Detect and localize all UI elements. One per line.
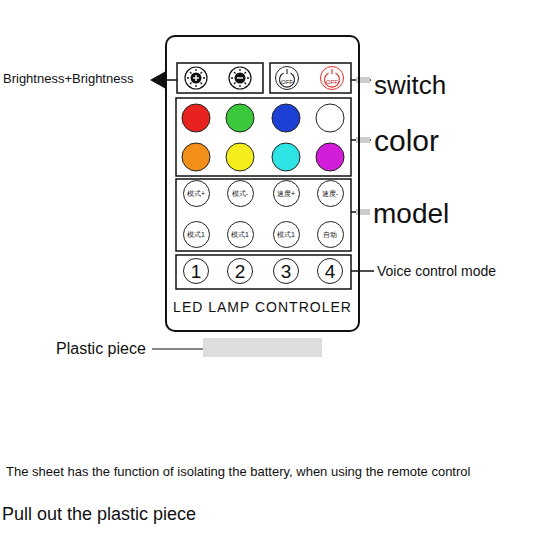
color-panel (176, 98, 351, 176)
button-text: 模式1 (277, 231, 295, 238)
brightness-down-button (229, 67, 251, 89)
round-button: 4 (317, 258, 343, 284)
leader-line (351, 270, 374, 272)
callout-label: Plastic piece (56, 341, 146, 357)
model-panel (176, 179, 351, 251)
button-text: OFF (281, 79, 293, 85)
color-buttons (182, 104, 344, 171)
power-icon (275, 66, 299, 90)
round-button: 2 (227, 258, 253, 284)
leader-line (152, 349, 203, 350)
round-button: 3 (273, 258, 299, 284)
button-text: 模式- (232, 190, 248, 197)
callout-label: The sheet has the function of isolating … (6, 465, 470, 478)
callout-label: color (374, 126, 439, 156)
button-text: 2 (235, 262, 246, 281)
power-button: OFF (320, 66, 344, 90)
brightness-panel (177, 63, 263, 93)
round-button: 速度- (317, 180, 344, 207)
remote-body: LED LAMP CONTROLER OFF OFF 模式+ 模式- 速度+ 速度- 模式1 模… (165, 35, 360, 332)
callout-label: Pull out the plastic piece (2, 505, 196, 523)
round-button: 自动 (317, 221, 344, 248)
button-text: 自动 (323, 231, 337, 238)
round-button: 模式1 (273, 221, 300, 248)
button-text: 1 (191, 262, 202, 281)
switch-panel (270, 63, 351, 93)
brand-text: LED LAMP CONTROLER (167, 299, 358, 315)
power-button: OFF (275, 66, 299, 90)
round-button: 速度+ (273, 180, 300, 207)
button-text: 模式1 (187, 231, 205, 238)
callout-label: Voice control mode (377, 264, 496, 278)
round-button: 模式+ (183, 180, 210, 207)
button-text: OFF (326, 79, 338, 85)
leader-arrow (150, 71, 166, 89)
button-text: 模式1 (231, 231, 249, 238)
round-button: 1 (183, 258, 209, 284)
voice-panel (176, 255, 351, 289)
round-button: 模式1 (227, 221, 254, 248)
button-text: 3 (281, 262, 292, 281)
round-button: 模式1 (183, 221, 210, 248)
plastic-piece (203, 338, 322, 357)
button-text: 4 (325, 262, 336, 281)
button-text: 速度- (322, 190, 338, 197)
callout-label: switch (374, 72, 446, 98)
leader-line (166, 79, 177, 81)
button-text: 速度+ (277, 190, 295, 197)
callout-label: model (373, 200, 449, 228)
button-text: 模式+ (187, 190, 205, 197)
round-button: 模式- (227, 180, 254, 207)
power-icon (320, 66, 344, 90)
brightness-up-button (185, 67, 207, 89)
callout-label: Brightness+Brightness (3, 72, 133, 85)
